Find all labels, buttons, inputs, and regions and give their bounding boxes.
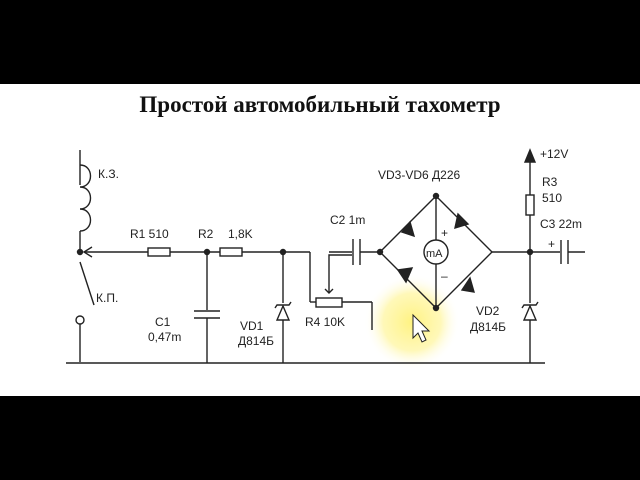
zener-vd1 — [275, 304, 291, 321]
resistor-r3 — [525, 194, 535, 216]
label-vd1-type: Д814Б — [238, 334, 274, 348]
label-c3: C3 22m — [540, 217, 582, 231]
page-title: Простой автомобильный тахометр — [139, 92, 501, 117]
label-vd2-type: Д814Б — [470, 320, 506, 334]
label-r2: R2 — [198, 227, 214, 241]
label-c3-plus: + — [548, 237, 555, 251]
resistor-r2 — [219, 247, 243, 257]
label-meter-plus: + — [441, 226, 448, 240]
label-vd2: VD2 — [476, 304, 500, 318]
label-coil: К.З. — [98, 167, 119, 181]
diode-vd6 — [460, 276, 475, 293]
zener-vd2-bar — [521, 301, 539, 309]
label-vd1: VD1 — [240, 319, 264, 333]
diode-vd3 — [400, 220, 416, 238]
label-breaker: К.П. — [96, 291, 118, 305]
zener-vd2 — [522, 304, 538, 321]
label-supply: +12V — [540, 147, 568, 161]
diode-vd5 — [396, 267, 414, 284]
cursor-highlight — [364, 274, 460, 370]
label-bridge: VD3-VD6 Д226 — [378, 168, 460, 182]
arrow-head — [82, 246, 93, 258]
diode-vd4 — [454, 212, 470, 230]
label-meter: mA — [426, 248, 443, 260]
potentiometer-r4 — [315, 297, 343, 308]
label-c2: C2 1m — [330, 213, 365, 227]
label-r1: R1 510 — [130, 227, 169, 241]
breaker-terminal — [75, 315, 85, 325]
zener-vd1-bar — [274, 301, 292, 309]
schematic-sheet — [0, 84, 640, 396]
ignition-coil — [79, 164, 92, 232]
breaker-contact — [79, 261, 95, 306]
label-r3-value: 510 — [542, 191, 562, 205]
supply-arrow — [523, 148, 537, 163]
wiper-arrow-head — [324, 288, 334, 294]
label-c1: C1 — [155, 315, 171, 329]
label-r4: R4 10K — [305, 315, 345, 329]
mouse-pointer-icon — [412, 313, 431, 343]
label-meter-minus: – — [441, 269, 448, 283]
wire — [328, 254, 352, 281]
resistor-r1 — [147, 247, 171, 257]
label-r3: R3 — [542, 175, 558, 189]
junction — [76, 248, 84, 256]
label-c1-value: 0,47m — [148, 330, 181, 344]
label-r2-value: 1,8K — [228, 227, 253, 241]
